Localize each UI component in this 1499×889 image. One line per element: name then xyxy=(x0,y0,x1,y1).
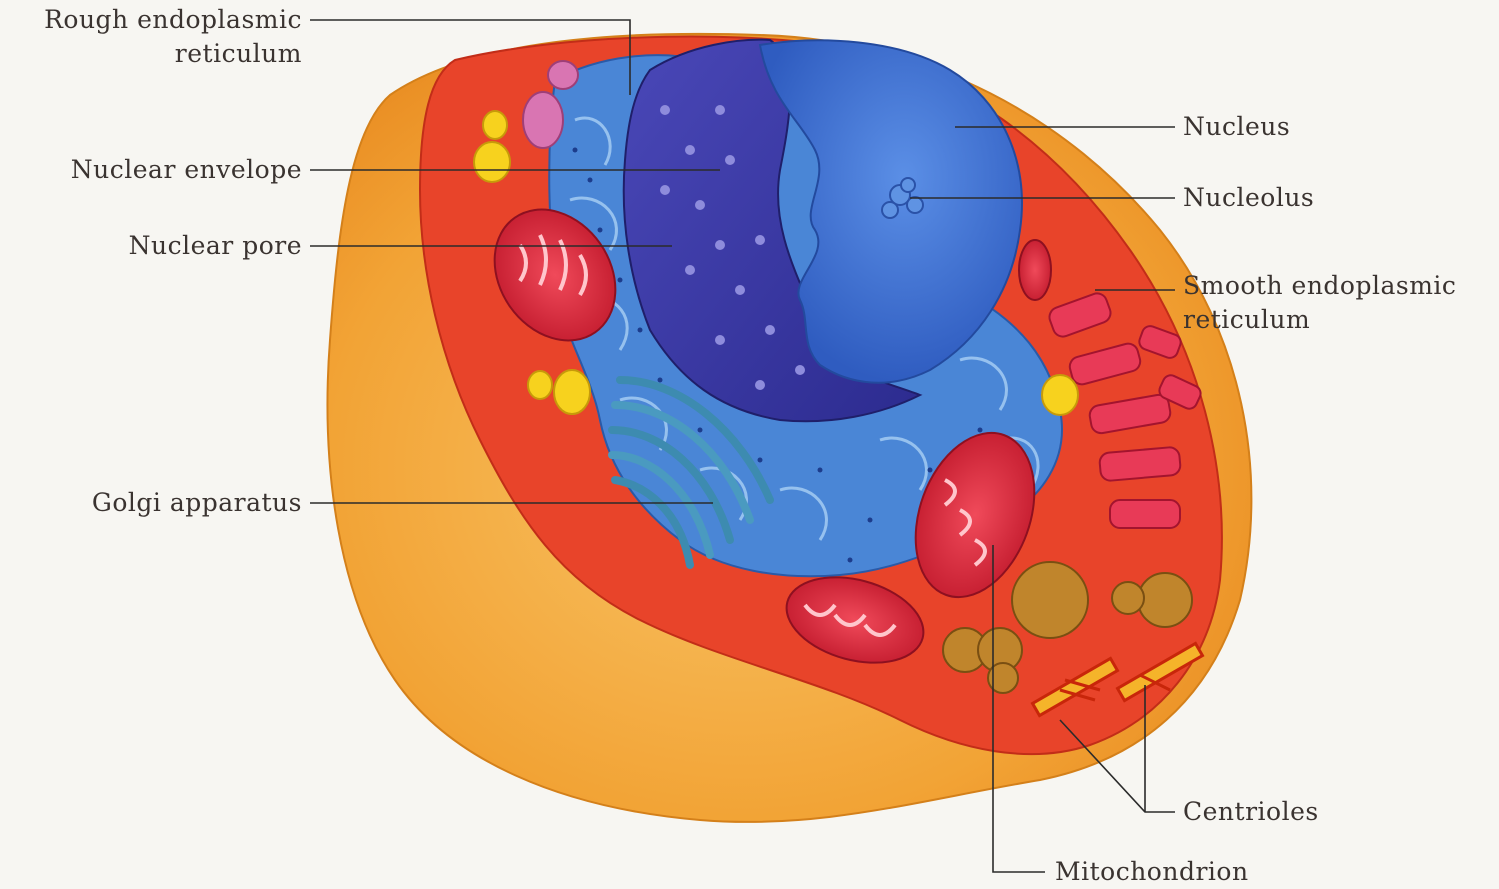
label-mitochondrion: Mitochondrion xyxy=(1055,855,1249,889)
label-rough-er-line2: reticulum xyxy=(0,37,302,71)
label-smooth-er: Smooth endoplasmic reticulum xyxy=(1183,269,1456,337)
label-rough-er: Rough endoplasmic reticulum xyxy=(0,3,302,71)
label-nucleus: Nucleus xyxy=(1183,110,1290,144)
label-golgi-apparatus: Golgi apparatus xyxy=(0,486,302,520)
label-nuclear-pore: Nuclear pore xyxy=(0,229,302,263)
label-nucleolus: Nucleolus xyxy=(1183,181,1314,215)
label-smooth-er-line2: reticulum xyxy=(1183,303,1456,337)
label-rough-er-line1: Rough endoplasmic xyxy=(0,3,302,37)
label-smooth-er-line1: Smooth endoplasmic xyxy=(1183,269,1456,303)
label-centrioles: Centrioles xyxy=(1183,795,1319,829)
label-nuclear-envelope: Nuclear envelope xyxy=(0,153,302,187)
